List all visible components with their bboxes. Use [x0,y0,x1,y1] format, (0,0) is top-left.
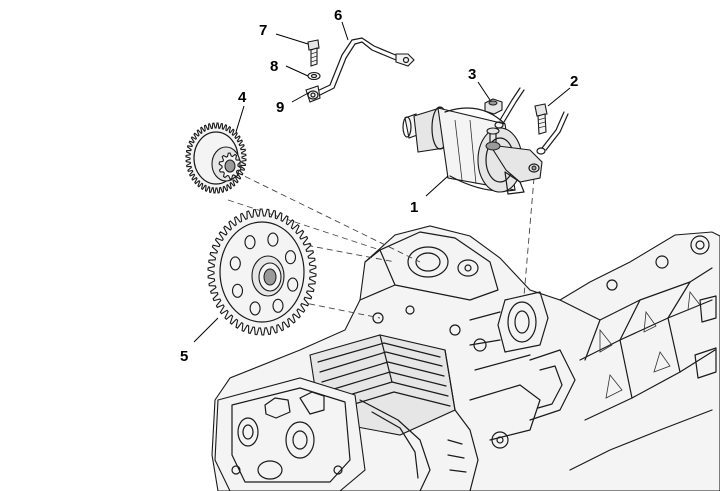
nut-icon [484,98,503,115]
leader-lines [193,21,571,343]
callout-9: 9 [276,99,284,116]
callout-5: 5 [180,348,188,365]
ring-hole [231,283,244,298]
starter-motor-icon [402,106,543,195]
callout-1: 1 [410,199,418,216]
screw-icon [307,39,320,67]
callout-8: 8 [270,58,278,75]
gear-ring-icon [207,208,317,336]
ground-cable-icon [305,37,415,103]
bolt-icon [534,103,548,135]
callout-2: 2 [570,73,578,90]
washer-icon [307,71,321,81]
callout-7: 7 [259,22,267,39]
engine-crankcase-icon [211,225,720,491]
ring-hole [267,232,279,247]
ring-hole [249,301,261,316]
ring-hole [284,250,297,265]
callout-labels: 1 2 3 4 5 6 7 8 9 [180,7,578,365]
ring-hole [229,256,241,271]
gear-icon [185,122,247,194]
callout-4: 4 [238,89,247,106]
callout-3: 3 [468,66,476,83]
ring-hole [272,298,284,313]
ring-hole [244,235,256,250]
ring-hole [287,277,299,292]
callout-6: 6 [334,7,342,24]
wire-stub-icon [494,87,569,155]
